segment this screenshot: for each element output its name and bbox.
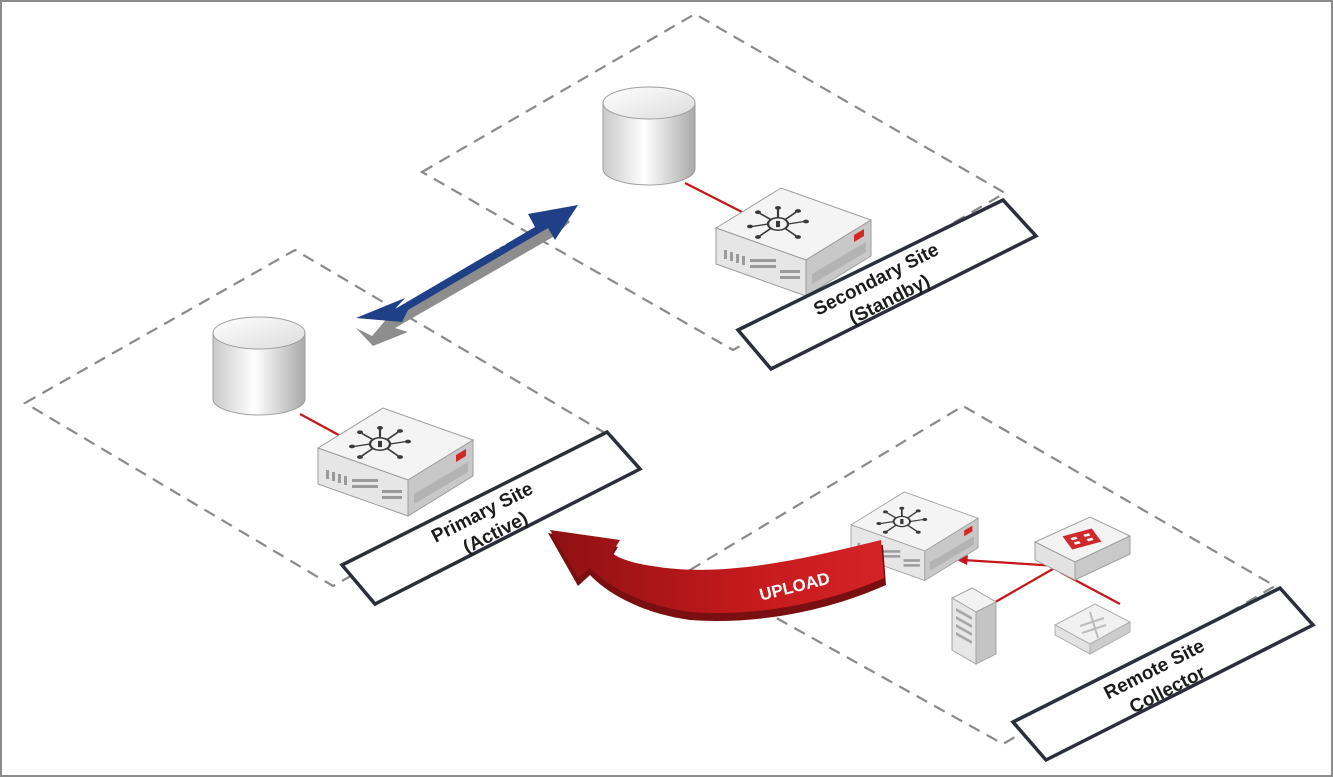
collector-link — [962, 558, 1059, 568]
collector-link-arrowhead — [957, 555, 968, 565]
server-icon — [950, 587, 998, 665]
upload-arrow: UPLOAD — [548, 530, 886, 621]
replication-arrow: REPLICATION — [356, 205, 578, 346]
secondary-database-icon — [602, 86, 696, 186]
primary-database-icon — [212, 316, 306, 416]
secondary-db-link — [684, 182, 743, 213]
remote-site-label: Remote Site Collector — [1010, 585, 1316, 763]
switch-icon — [1053, 603, 1132, 655]
primary-appliance-icon — [316, 406, 475, 518]
primary-site-zone — [22, 248, 608, 588]
firewall-icon — [1033, 516, 1132, 581]
secondary-site-zone — [419, 12, 1008, 352]
